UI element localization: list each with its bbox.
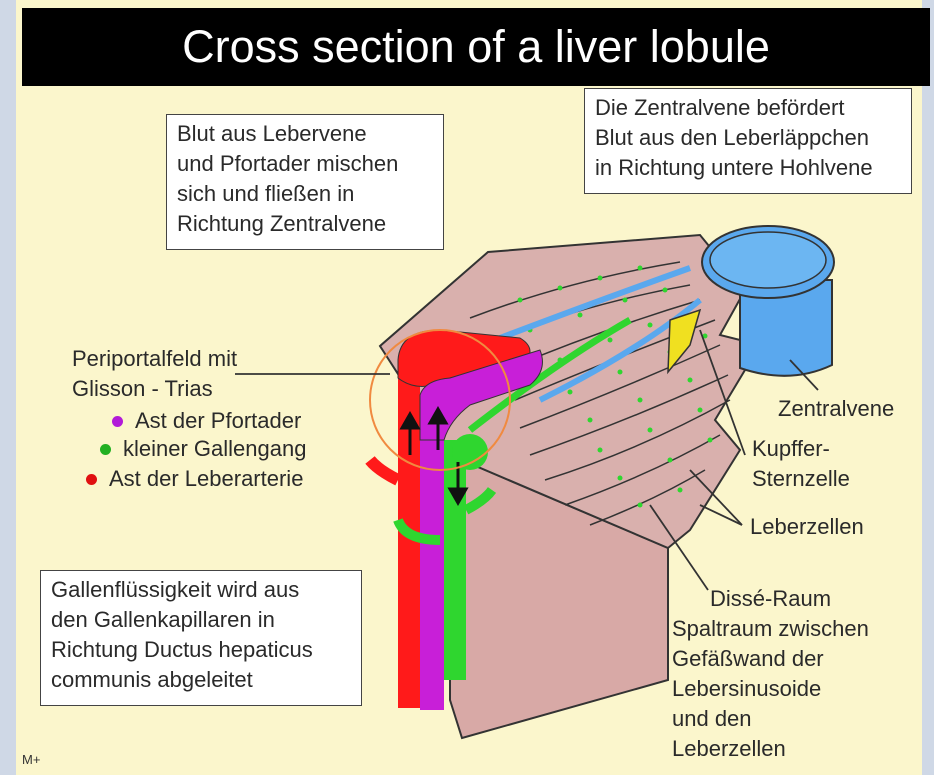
legend-portal-vein: Ast der Pfortader <box>112 408 301 434</box>
central-line-2: Blut aus den Leberläppchen <box>595 123 901 153</box>
bile-info-box: Gallenflüssigkeit wird aus den Gallenkap… <box>40 570 362 706</box>
legend-dot-green <box>100 444 111 455</box>
legend-label-portal-vein: Ast der Pfortader <box>135 408 301 434</box>
bile-line-3: Richtung Ductus hepaticus <box>51 635 351 665</box>
kupffer-line-1: Kupffer- <box>752 434 850 464</box>
disse-line-3: Gefäßwand der <box>672 644 869 674</box>
legend-dot-purple <box>112 416 123 427</box>
periportal-line-2: Glisson - Trias <box>72 374 237 404</box>
label-disse: Dissé-Raum Spaltraum zwischen Gefäßwand … <box>672 584 869 764</box>
legend-artery: Ast der Leberarterie <box>86 466 303 492</box>
mixing-line-2: und Pfortader mischen <box>177 149 433 179</box>
periportal-label: Periportalfeld mit Glisson - Trias <box>72 344 237 404</box>
central-line-1: Die Zentralvene befördert <box>595 93 901 123</box>
label-kupffer: Kupffer- Sternzelle <box>752 434 850 494</box>
label-leberzellen: Leberzellen <box>750 512 864 542</box>
central-vein-info-box: Die Zentralvene befördert Blut aus den L… <box>584 88 912 194</box>
corner-mark: M+ <box>22 752 40 767</box>
bile-duct-branch <box>444 440 466 680</box>
disse-line-4: Lebersinusoide <box>672 674 869 704</box>
portal-vein-branch <box>420 395 444 710</box>
kupffer-line-2: Sternzelle <box>752 464 850 494</box>
legend-label-artery: Ast der Leberarterie <box>109 466 303 492</box>
bile-line-4: communis abgeleitet <box>51 665 351 695</box>
mixing-line-4: Richtung Zentralvene <box>177 209 433 239</box>
bile-line-2: den Gallenkapillaren in <box>51 605 351 635</box>
label-zentralvene: Zentralvene <box>778 394 894 424</box>
mixing-info-box: Blut aus Lebervene und Pfortader mischen… <box>166 114 444 250</box>
disse-line-5: und den <box>672 704 869 734</box>
disse-line-1: Dissé-Raum <box>672 584 869 614</box>
mixing-line-3: sich und fließen in <box>177 179 433 209</box>
legend-bile-duct: kleiner Gallengang <box>100 436 306 462</box>
bile-line-1: Gallenflüssigkeit wird aus <box>51 575 351 605</box>
disse-line-2: Spaltraum zwischen <box>672 614 869 644</box>
periportal-line-1: Periportalfeld mit <box>72 344 237 374</box>
mixing-line-1: Blut aus Lebervene <box>177 119 433 149</box>
disse-line-6: Leberzellen <box>672 734 869 764</box>
legend-label-bile-duct: kleiner Gallengang <box>123 436 306 462</box>
central-line-3: in Richtung untere Hohlvene <box>595 153 901 183</box>
legend-dot-red <box>86 474 97 485</box>
